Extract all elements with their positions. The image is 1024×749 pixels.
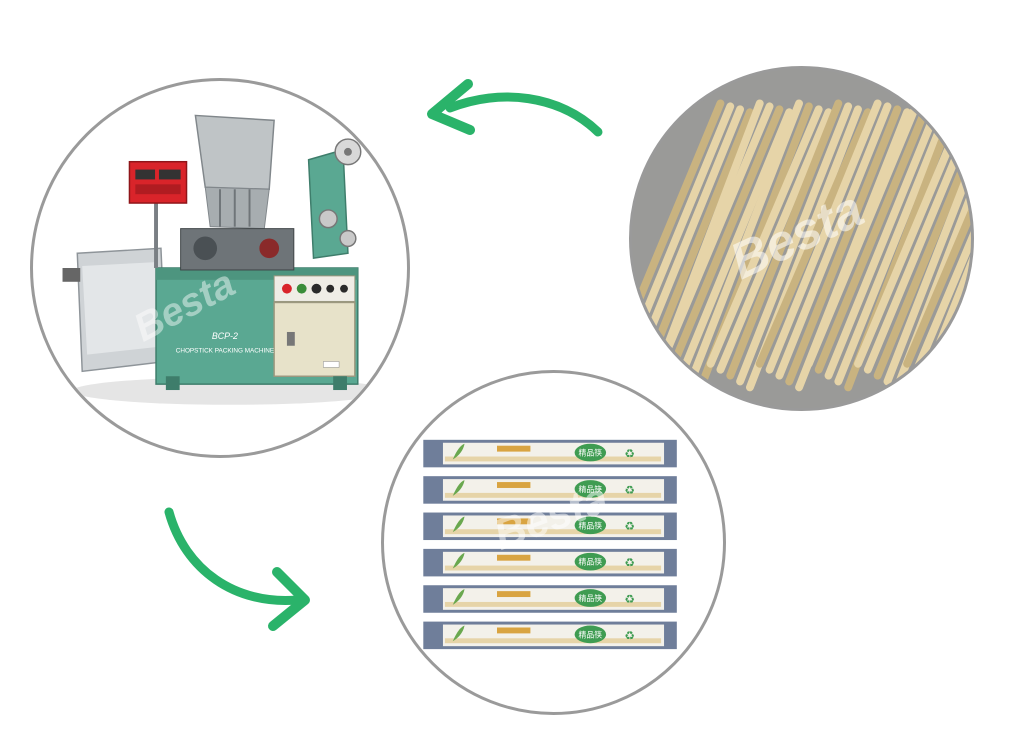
leaf-icon [452, 516, 465, 533]
chopstick-pack: 精品筷 ♻ [423, 585, 677, 613]
leaf-icon [452, 443, 465, 460]
leaf-icon [452, 625, 465, 642]
chopstick [632, 105, 745, 380]
chopstick-packing-machine-illustration: BCP-2 CHOPSTICK PACKING MACHINE Besta [62, 114, 388, 405]
recycle-icon: ♻ [624, 592, 635, 606]
chopstick [716, 108, 833, 374]
raw-chopsticks-photo: Besta [629, 66, 974, 411]
recycle-icon: ♻ [624, 519, 635, 533]
pack-badge-label: 精品筷 [579, 448, 603, 458]
chopstick [863, 110, 971, 374]
chopstick [785, 105, 902, 386]
pack-badge-label: 精品筷 [579, 557, 603, 567]
chopstick [814, 102, 931, 374]
curved-arrow-left-icon [427, 79, 603, 137]
chopstick [922, 253, 971, 380]
chopstick-bundle [632, 99, 971, 392]
recycle-icon: ♻ [624, 447, 635, 461]
machine-model-label: BCP-2 [212, 331, 238, 341]
chopstick [667, 105, 784, 374]
chopstick [824, 105, 941, 380]
chopstick [677, 108, 794, 380]
machine-name-label: CHOPSTICK PACKING MACHINE [176, 348, 274, 355]
chopstick-pack: 精品筷 ♻ [423, 439, 677, 468]
chopstick [883, 155, 971, 386]
chopstick [765, 99, 882, 374]
chopstick [687, 99, 803, 386]
chopstick [932, 283, 971, 386]
leaf-icon [452, 589, 465, 605]
leaf-icon [452, 480, 465, 496]
chopstick-pack: 精品筷 ♻ [423, 548, 677, 577]
chopstick [637, 108, 754, 386]
chopstick [775, 102, 892, 380]
chopstick [903, 203, 971, 368]
chopstick [657, 102, 774, 368]
leaf-icon [452, 552, 465, 569]
chopstick [804, 99, 921, 368]
packaged-chopsticks-photo: 精品筷♻精品筷♻精品筷♻精品筷♻精品筷♻精品筷♻ Besta [381, 370, 726, 715]
chopstick [873, 137, 971, 380]
curved-arrow-right-icon [164, 507, 310, 631]
chopstick-pack: 精品筷 ♻ [423, 512, 677, 541]
pack-badge-label: 精品筷 [579, 520, 603, 530]
chopstick [736, 102, 853, 386]
bamboo-chopsticks-illustration: Besta [632, 69, 971, 408]
chopstick [834, 108, 951, 386]
machine-photo: BCP-2 CHOPSTICK PACKING MACHINE Besta [30, 78, 410, 458]
chopstick [755, 108, 872, 368]
recycle-icon: ♻ [624, 628, 635, 642]
chopstick-pack: 精品筷 ♻ [423, 621, 677, 650]
recycle-icon: ♻ [624, 483, 635, 497]
pack-badge-label: 精品筷 [579, 484, 603, 494]
chopstick [726, 99, 843, 380]
chopstick [632, 99, 725, 327]
chopstick [632, 102, 735, 357]
pack-badge-label: 精品筷 [579, 629, 603, 639]
chopstick [913, 230, 971, 374]
chopstick-pack: 精品筷 ♻ [423, 476, 677, 504]
wrapped-chopsticks-illustration: 精品筷♻精品筷♻精品筷♻精品筷♻精品筷♻精品筷♻ Besta [423, 439, 677, 650]
pack-stack: 精品筷 ♻ 精品筷 ♻ 精品筷 ♻ 精品筷 ♻ 精品筷 ♻ 精品筷 ♻ [423, 439, 677, 650]
recycle-icon: ♻ [624, 556, 635, 570]
chopstick [706, 105, 823, 368]
pack-badge-label: 精品筷 [579, 593, 603, 603]
chopstick [854, 102, 971, 368]
